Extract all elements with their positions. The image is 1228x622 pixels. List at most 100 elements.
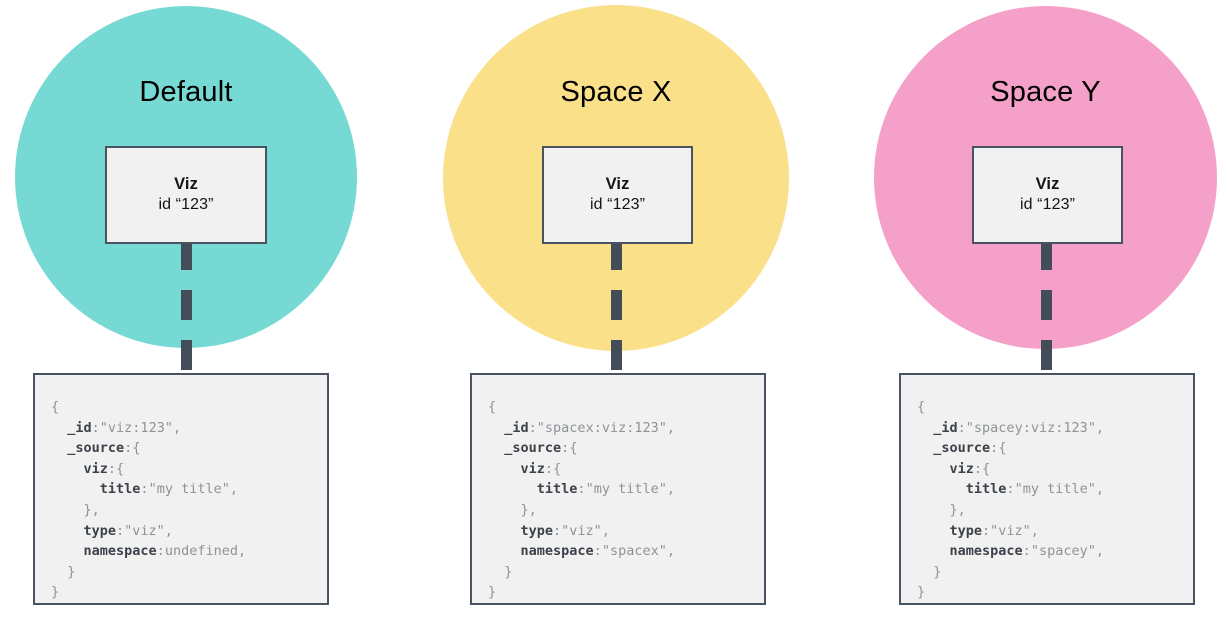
viz-node-subtitle: id “123” [589,196,646,214]
code-value: "my title", [1014,481,1104,498]
code-line: type:"viz", [51,521,311,542]
viz-node-title: Viz [1035,175,1060,194]
code-punctuation: { [488,399,497,415]
code-line: title:"my title", [917,479,1177,500]
code-key: namespace [520,543,594,560]
document-json-default: { _id:"viz:123", _source:{ viz:{ title:"… [33,373,329,605]
code-line: { [488,397,748,418]
code-punctuation: } [67,563,76,580]
code-punctuation: : [990,440,999,457]
code-punctuation: } [504,563,513,580]
code-punctuation: : [91,419,100,436]
code-key: type [949,522,983,539]
code-punctuation: : [107,460,117,477]
code-value: "viz", [561,522,610,539]
code-key: viz [949,460,974,477]
code-value: "viz", [990,522,1039,539]
code-line: namespace:"spacex", [488,541,748,562]
viz-node-subtitle: id “123” [158,196,214,214]
space-circle-label-spacey: Space Y [990,76,1101,108]
code-line: viz:{ [917,459,1177,480]
document-json-spacey: { _id:"spacey:viz:123", _source:{ viz:{ … [899,373,1195,605]
viz-node-default: Viz id “123” [105,146,267,244]
code-value: "spacey:viz:123", [965,419,1104,436]
code-key: viz [83,460,108,477]
connector-spacex [611,240,622,375]
code-line: _source:{ [917,438,1177,459]
code-punctuation: }, [949,501,966,518]
code-value: { [998,440,1007,457]
connector-default [181,240,192,375]
code-key: namespace [949,543,1023,560]
viz-node-spacey: Viz id “123” [972,146,1123,244]
group-spacex: Space X Viz id “123” { _id:"spacex:viz:1… [430,0,800,622]
code-punctuation: : [982,522,991,539]
code-line: title:"my title", [51,479,311,500]
code-punctuation: : [1006,481,1015,498]
code-value: "my title", [148,481,238,498]
group-default: Default Viz id “123” { _id:"viz:123", _s… [0,0,410,622]
code-line: } [51,562,311,583]
code-line: }, [488,500,748,521]
code-key: _source [504,440,562,457]
code-punctuation: }, [83,501,100,518]
code-punctuation: : [973,460,983,477]
code-line: } [488,562,748,583]
code-value: "spacex", [601,543,675,560]
code-line: } [488,582,748,603]
code-key: viz [520,460,545,477]
code-line: _source:{ [51,438,311,459]
code-punctuation: { [917,399,926,415]
code-value: { [116,460,125,477]
code-key: title [965,481,1007,498]
code-punctuation: }, [520,501,537,518]
code-line: } [917,582,1177,603]
document-json-spacex: { _id:"spacex:viz:123", _source:{ viz:{ … [470,373,766,605]
code-punctuation: : [116,522,125,539]
code-line: } [917,562,1177,583]
code-line: }, [917,500,1177,521]
code-key: type [520,522,554,539]
code-line: _id:"spacey:viz:123", [917,418,1177,439]
code-line: { [917,397,1177,418]
code-key: title [536,481,578,498]
code-value: { [569,440,578,457]
code-line: title:"my title", [488,479,748,500]
code-line: viz:{ [51,459,311,480]
code-punctuation: : [577,481,586,498]
code-value: "viz", [124,522,173,539]
code-value: "spacey", [1030,543,1104,560]
code-key: _source [933,440,991,457]
code-line: type:"viz", [917,521,1177,542]
connector-spacey [1041,240,1052,375]
code-punctuation: : [1022,543,1031,560]
code-punctuation: } [933,563,942,580]
code-line: _id:"spacex:viz:123", [488,418,748,439]
code-punctuation: } [51,584,60,601]
code-line: }, [51,500,311,521]
code-key: title [99,481,141,498]
code-punctuation: } [488,584,497,601]
code-value: "spacex:viz:123", [536,419,675,436]
group-spacey: Space Y Viz id “123” { _id:"spacey:viz:1… [860,0,1228,622]
code-value: { [553,460,562,477]
viz-node-title: Viz [174,175,198,194]
code-value: "viz:123", [99,419,182,436]
code-value: { [982,460,991,477]
code-line: _id:"viz:123", [51,418,311,439]
code-value: "my title", [585,481,675,498]
code-punctuation: : [140,481,149,498]
viz-node-subtitle: id “123” [1019,196,1076,214]
code-punctuation: : [957,419,966,436]
space-circle-label-spacex: Space X [560,76,672,108]
code-line: } [51,582,311,603]
code-key: type [83,522,117,539]
code-line: type:"viz", [488,521,748,542]
code-punctuation: : [124,440,133,457]
code-key: _id [933,419,958,436]
code-punctuation: : [561,440,570,457]
code-line: _source:{ [488,438,748,459]
code-value: { [132,440,141,457]
code-line: namespace:"spacey", [917,541,1177,562]
